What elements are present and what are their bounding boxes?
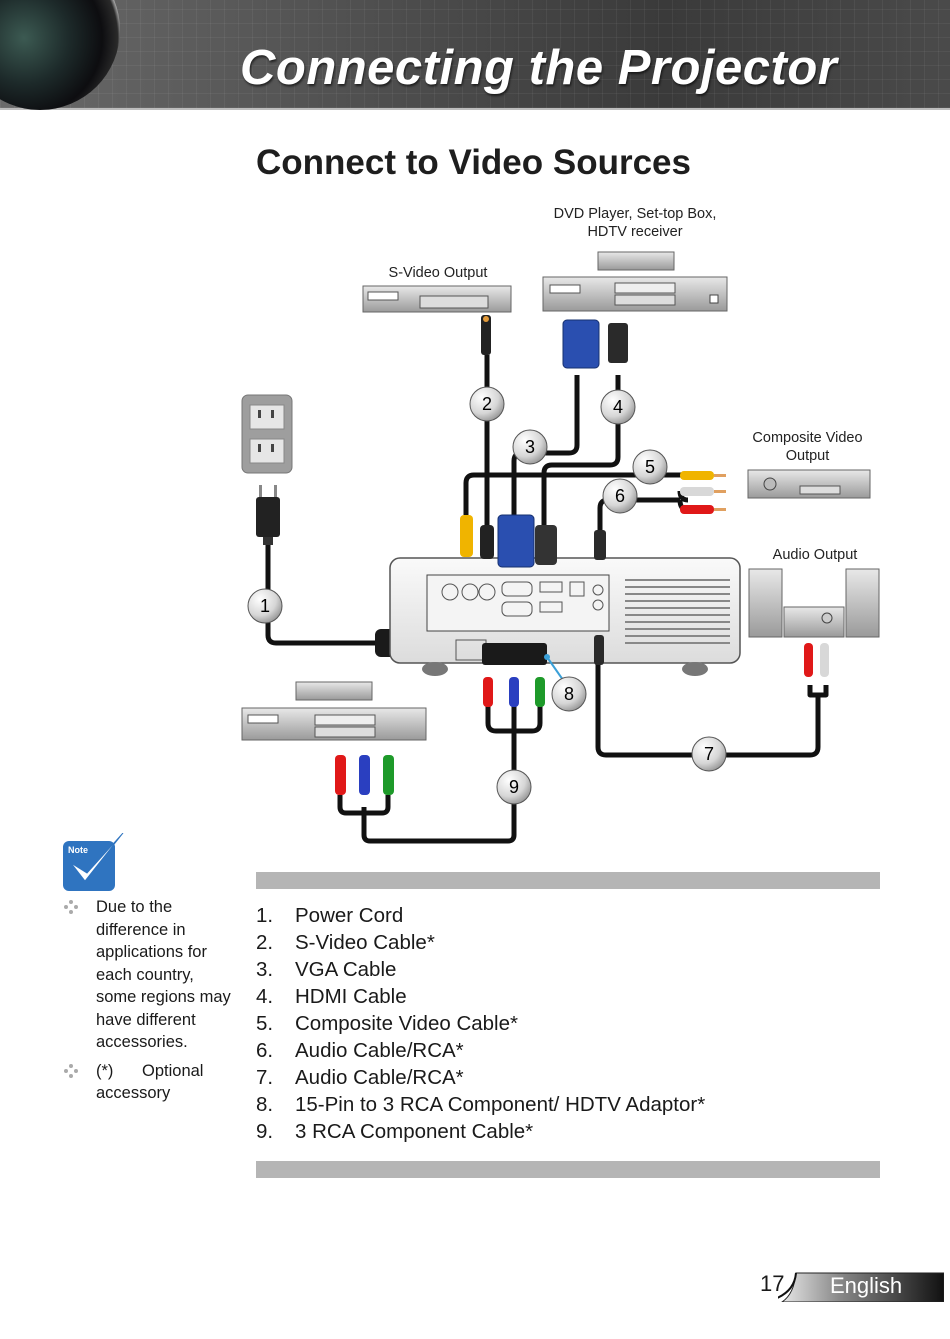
cable-number: 9. bbox=[256, 1120, 274, 1143]
svideo-source-device bbox=[362, 285, 512, 355]
note-prefix: (*) bbox=[96, 1061, 114, 1080]
svg-text:2: 2 bbox=[482, 394, 492, 414]
cable-number: 2. bbox=[256, 931, 274, 954]
projector-lens-graphic bbox=[0, 0, 120, 110]
cable-label: VGA Cable bbox=[295, 958, 397, 981]
svg-text:4: 4 bbox=[613, 397, 623, 417]
cable-list: 1. Power Cord 2. S-Video Cable* 3. VGA Cabl… bbox=[256, 902, 705, 1145]
callout-8: 8 bbox=[551, 676, 587, 712]
audio-split-line bbox=[807, 685, 829, 698]
projector bbox=[389, 557, 741, 676]
svg-text:Note: Note bbox=[68, 845, 88, 855]
diamond-bullet-icon bbox=[64, 1063, 78, 1078]
section-title: Connect to Video Sources bbox=[256, 143, 691, 182]
callout-4: 4 bbox=[600, 389, 636, 425]
chapter-title: Connecting the Projector bbox=[240, 41, 838, 95]
callout-1: 1 bbox=[247, 588, 283, 624]
divider-bar-top bbox=[256, 872, 880, 889]
connection-diagram: DVD Player, Set-top Box, HDTV receiver S… bbox=[230, 195, 910, 855]
note-item: (*) Optional accessory bbox=[64, 1060, 234, 1105]
svg-text:5: 5 bbox=[645, 457, 655, 477]
dvd-settop-device bbox=[542, 251, 728, 369]
cable-label: 3 RCA Component Cable* bbox=[295, 1120, 534, 1143]
cable-label: S-Video Cable* bbox=[295, 931, 435, 954]
power-cable-line bbox=[265, 535, 380, 646]
page-number: 17 bbox=[760, 1271, 785, 1296]
divider-bar-bottom bbox=[256, 1161, 880, 1178]
language-tab bbox=[778, 1272, 944, 1302]
cable-number: 7. bbox=[256, 1066, 274, 1089]
hdmi-cable-line bbox=[541, 375, 621, 525]
cable-label: Composite Video Cable* bbox=[295, 1012, 518, 1035]
cable-number: 8. bbox=[256, 1093, 274, 1116]
note-item: Due to the difference in applications fo… bbox=[64, 896, 234, 1054]
composite-cable-line bbox=[463, 472, 680, 515]
callout-2: 2 bbox=[469, 386, 505, 422]
cable-number: 1. bbox=[256, 904, 274, 927]
cable-number: 3. bbox=[256, 958, 274, 981]
cable-item: 4. HDMI Cable bbox=[256, 983, 705, 1010]
cable-item: 3. VGA Cable bbox=[256, 956, 705, 983]
svg-text:3: 3 bbox=[525, 437, 535, 457]
diamond-bullet-icon bbox=[64, 900, 78, 914]
svg-text:8: 8 bbox=[564, 684, 574, 704]
cable-number: 4. bbox=[256, 985, 274, 1008]
callout-6: 6 bbox=[602, 478, 638, 514]
component-source-device bbox=[241, 681, 427, 795]
cable-item: 7. Audio Cable/RCA* bbox=[256, 1064, 705, 1091]
callout-7: 7 bbox=[691, 736, 727, 772]
projector-plugs bbox=[460, 514, 606, 707]
composite-label-line1: Composite Video bbox=[752, 430, 863, 446]
cable-item: 6. Audio Cable/RCA* bbox=[256, 1037, 705, 1064]
dvd-label-line1: DVD Player, Set-top Box, bbox=[553, 206, 717, 222]
cable-number: 5. bbox=[256, 1012, 274, 1035]
cable-label: Power Cord bbox=[295, 904, 404, 927]
cable-label: Audio Cable/RCA* bbox=[295, 1066, 464, 1089]
svg-text:6: 6 bbox=[615, 486, 625, 506]
audio-output-device bbox=[748, 568, 880, 677]
cable-label: Audio Cable/RCA* bbox=[295, 1039, 464, 1062]
cable-number: 6. bbox=[256, 1039, 274, 1062]
dvd-label-line2: HDTV receiver bbox=[587, 224, 683, 240]
header-banner: Connecting the Projector bbox=[0, 0, 950, 110]
language-label: English bbox=[830, 1273, 903, 1298]
diagram-svg: 1 2 3 4 5 6 7 8 9 bbox=[241, 251, 880, 844]
audio-output-label: Audio Output bbox=[772, 547, 858, 563]
cable-item: 2. S-Video Cable* bbox=[256, 929, 705, 956]
cable-item: 1. Power Cord bbox=[256, 902, 705, 929]
composite-label-line2: Output bbox=[785, 448, 830, 464]
callout-5: 5 bbox=[632, 449, 668, 485]
callout-3: 3 bbox=[512, 429, 548, 465]
note-icon: Note bbox=[63, 832, 127, 893]
cable-label: 15-Pin to 3 RCA Component/ HDTV Adaptor* bbox=[295, 1093, 706, 1116]
cable-label: HDMI Cable bbox=[295, 985, 407, 1008]
cable-item: 5. Composite Video Cable* bbox=[256, 1010, 705, 1037]
note-list: Due to the difference in applications fo… bbox=[64, 896, 234, 1111]
cable-item: 9. 3 RCA Component Cable* bbox=[256, 1118, 705, 1145]
component-cable-line bbox=[337, 705, 543, 844]
callout-9: 9 bbox=[496, 769, 532, 805]
svg-text:1: 1 bbox=[260, 596, 270, 616]
note-text: Optional accessory bbox=[96, 1061, 204, 1103]
note-text: Due to the difference in applications fo… bbox=[96, 898, 231, 1051]
svg-text:9: 9 bbox=[509, 777, 519, 797]
svg-text:7: 7 bbox=[704, 744, 714, 764]
composite-label: Composite Video Output bbox=[740, 429, 875, 465]
svideo-label: S-Video Output bbox=[388, 265, 488, 281]
dvd-label: DVD Player, Set-top Box, HDTV receiver bbox=[545, 205, 725, 241]
cable-item: 8. 15-Pin to 3 RCA Component/ HDTV Adapto… bbox=[256, 1091, 705, 1118]
callouts: 1 2 3 4 5 6 7 8 9 bbox=[247, 386, 727, 805]
wall-outlet bbox=[241, 394, 293, 474]
composite-video-device bbox=[680, 469, 871, 514]
